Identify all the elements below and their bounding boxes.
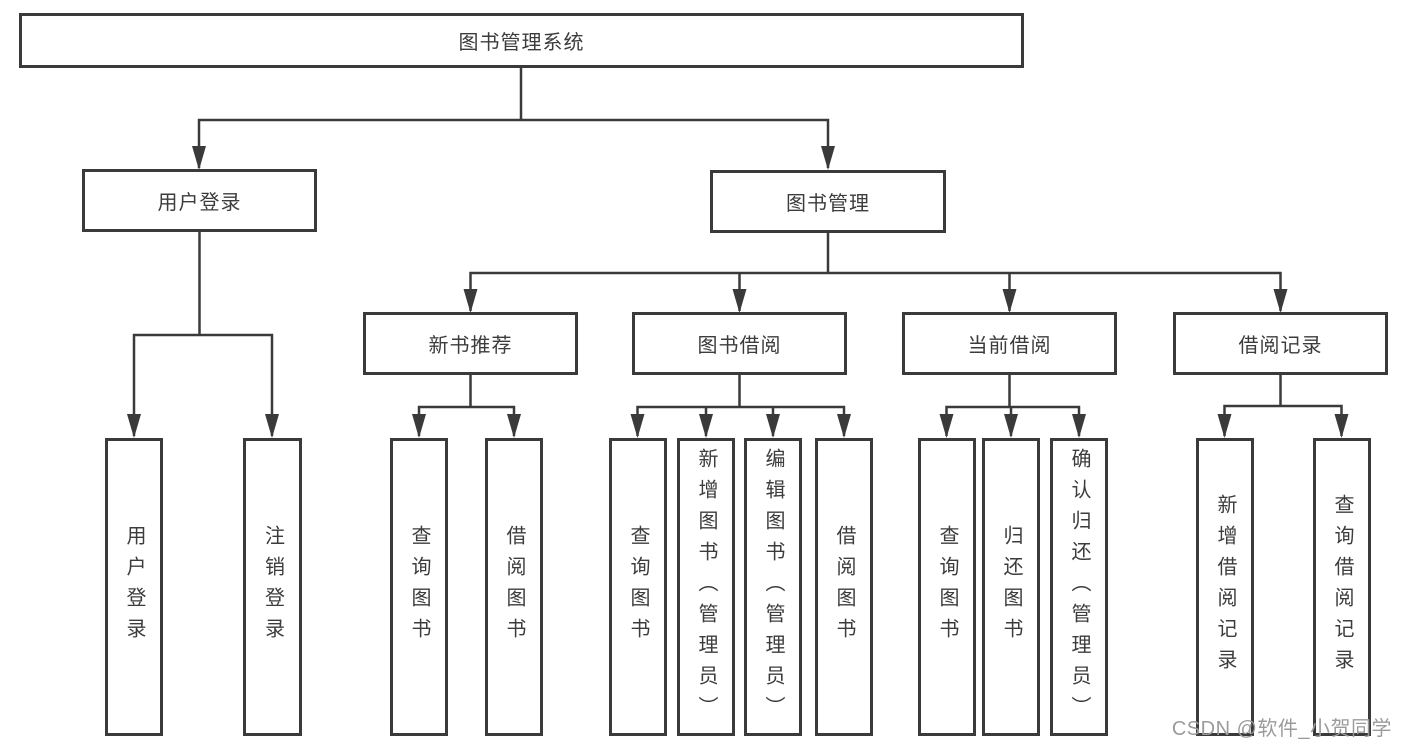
arrowhead xyxy=(821,146,835,170)
arrowhead xyxy=(1273,289,1288,313)
arrowhead xyxy=(1004,414,1018,438)
leaf-add-borrow-record: 新增借阅记录 xyxy=(1196,438,1254,736)
leaf-borrow-books-label: 借阅图书 xyxy=(833,525,855,649)
arrowhead xyxy=(463,289,478,313)
connector-lines-user-login xyxy=(132,232,274,436)
leaf-query-books-current: 查询图书 xyxy=(918,438,976,736)
arrowhead xyxy=(837,414,851,438)
leaf-query-books-borrowing-label: 查询图书 xyxy=(627,525,649,649)
arrowhead xyxy=(939,414,954,438)
arrowhead xyxy=(507,414,521,438)
node-borrowing-records: 借阅记录 xyxy=(1173,312,1388,375)
arrowhead xyxy=(1002,289,1017,313)
leaf-query-books-recommend-label: 查询图书 xyxy=(408,525,430,649)
leaf-add-books-admin: 新增图书（管理员） xyxy=(677,438,735,736)
arrowhead xyxy=(766,414,780,438)
node-library-system: 图书管理系统 xyxy=(19,13,1024,68)
node-book-borrowing: 图书借阅 xyxy=(632,312,847,375)
node-borrowing-records-label: 借阅记录 xyxy=(1238,335,1323,357)
leaf-query-books-current-label: 查询图书 xyxy=(936,525,958,649)
arrowhead xyxy=(192,146,206,170)
connector-lines-book-management xyxy=(469,233,1282,311)
leaf-borrow-books-recommend: 借阅图书 xyxy=(485,438,543,736)
leaf-add-borrow-record-label: 新增借阅记录 xyxy=(1214,494,1236,680)
arrowhead xyxy=(732,289,747,313)
arrowhead xyxy=(127,414,141,438)
connector-lines-borrowing-records xyxy=(1223,375,1343,436)
leaf-confirm-return-admin: 确认归还（管理员） xyxy=(1050,438,1108,736)
arrowhead xyxy=(1334,414,1349,438)
arrowhead xyxy=(1072,414,1086,438)
node-library-system-label: 图书管理系统 xyxy=(458,32,585,54)
leaf-query-borrow-record-label: 查询借阅记录 xyxy=(1331,494,1353,680)
leaf-query-books-recommend: 查询图书 xyxy=(390,438,448,736)
node-user-login: 用户登录 xyxy=(82,169,317,232)
node-current-borrowing: 当前借阅 xyxy=(902,312,1117,375)
leaf-edit-books-admin: 编辑图书（管理员） xyxy=(744,438,802,736)
node-user-login-label: 用户登录 xyxy=(157,192,242,214)
leaf-user-login: 用户登录 xyxy=(105,438,163,736)
node-current-borrowing-label: 当前借阅 xyxy=(967,335,1052,357)
arrowhead xyxy=(699,414,713,438)
arrowhead xyxy=(630,414,645,438)
leaf-add-books-admin-label: 新增图书（管理员） xyxy=(695,447,717,727)
leaf-borrow-books-recommend-label: 借阅图书 xyxy=(503,525,525,649)
leaf-query-books-borrowing: 查询图书 xyxy=(609,438,667,736)
leaf-logout: 注销登录 xyxy=(243,438,302,736)
leaf-return-books-label: 归还图书 xyxy=(1000,525,1022,649)
leaf-confirm-return-admin-label: 确认归还（管理员） xyxy=(1068,447,1090,727)
arrowhead xyxy=(412,414,426,438)
connector-lines-book-borrowing xyxy=(636,375,846,436)
leaf-return-books: 归还图书 xyxy=(982,438,1040,736)
node-book-borrowing-label: 图书借阅 xyxy=(697,335,782,357)
node-new-book-recommend: 新书推荐 xyxy=(363,312,578,375)
leaf-logout-label: 注销登录 xyxy=(261,525,284,649)
leaf-user-login-label: 用户登录 xyxy=(123,525,145,649)
leaf-borrow-books: 借阅图书 xyxy=(815,438,873,736)
connector-lines-new-book xyxy=(417,375,516,436)
node-book-management-label: 图书管理 xyxy=(786,193,870,215)
arrowhead xyxy=(265,414,279,438)
node-new-book-recommend-label: 新书推荐 xyxy=(428,335,513,357)
leaf-edit-books-admin-label: 编辑图书（管理员） xyxy=(762,447,784,727)
arrowhead xyxy=(1217,414,1232,438)
leaf-query-borrow-record: 查询借阅记录 xyxy=(1313,438,1371,736)
connector-lines-root xyxy=(197,68,830,168)
csdn-watermark: CSDN @软件_小贺同学 xyxy=(1171,718,1392,740)
node-book-management: 图书管理 xyxy=(710,170,946,233)
